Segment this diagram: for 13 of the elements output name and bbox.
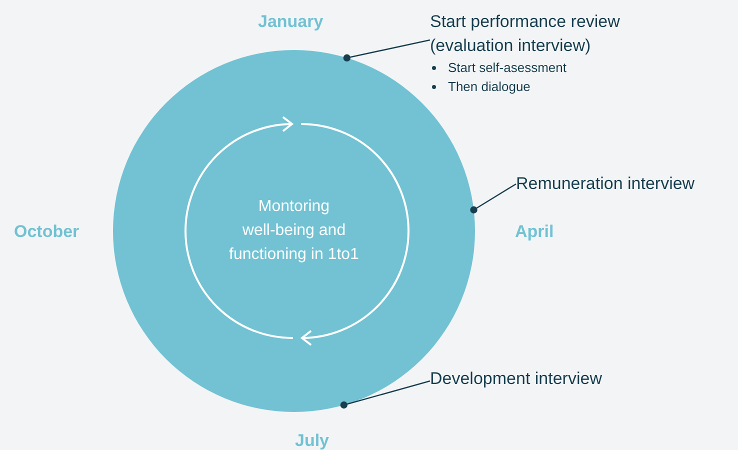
bullet-item: Then dialogue <box>448 78 530 96</box>
leader-line <box>340 380 430 409</box>
milestone-text: Remuneration interview <box>516 173 696 195</box>
milestone-text: Development interview <box>430 368 603 390</box>
month-label: January <box>258 11 324 33</box>
month-label: October <box>14 221 80 243</box>
month-label: July <box>295 430 330 450</box>
bullet-item: Start self-asessment <box>448 59 566 77</box>
center-text: Montoring well-being and functioning in 1to1 <box>228 197 360 265</box>
leader-line <box>470 183 516 214</box>
leader-line <box>343 39 430 62</box>
milestone-text: Start performance review (evaluation interview) <box>430 11 621 57</box>
month-label: April <box>515 221 554 243</box>
